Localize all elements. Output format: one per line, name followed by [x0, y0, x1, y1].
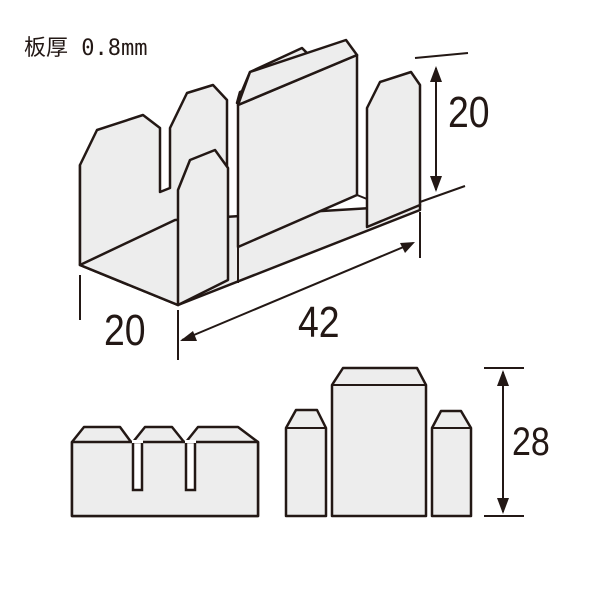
isometric-view — [78, 38, 469, 360]
plate-thickness-label: 板厚 0.8mm — [24, 36, 148, 61]
front-view-tall — [284, 366, 524, 518]
width-dimension-label: 20 — [104, 306, 146, 355]
length-dimension-label: 42 — [298, 298, 340, 347]
front-view-short — [70, 425, 260, 518]
front-height-dimension-label: 28 — [512, 420, 550, 464]
height-dimension-label: 20 — [448, 88, 490, 137]
